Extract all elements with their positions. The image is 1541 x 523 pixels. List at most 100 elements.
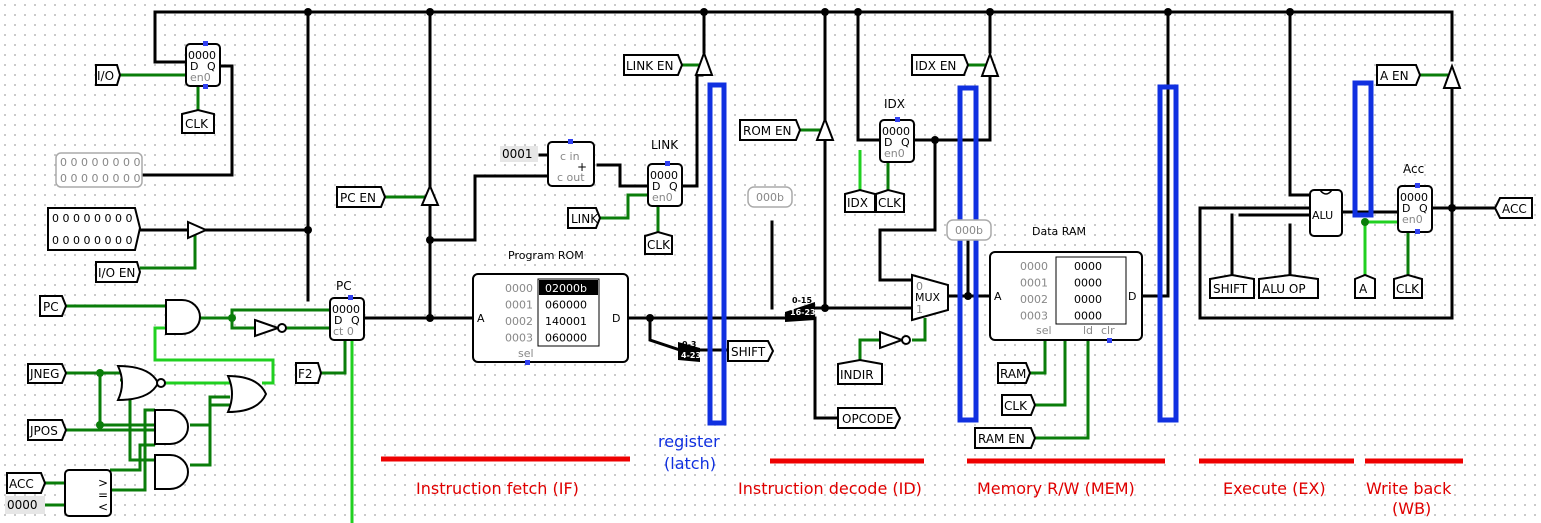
input-pc-en[interactable]: PC EN xyxy=(336,186,387,208)
data-ram-title: Data RAM xyxy=(1032,225,1086,238)
wires-green xyxy=(45,63,1448,523)
stage-label-mem: Memory R/W (MEM) xyxy=(977,479,1135,498)
input-idx[interactable]: IDX xyxy=(844,188,876,213)
input-alu-op[interactable]: ALU OP xyxy=(1258,273,1319,299)
input-indir[interactable]: INDIR xyxy=(837,358,883,385)
ram-address: 0001 xyxy=(1020,277,1048,290)
rom-selected-row-highlight xyxy=(539,280,598,295)
input-ram-en[interactable]: RAM EN xyxy=(974,427,1037,449)
stage-label-wb-2: (WB) xyxy=(1392,499,1431,518)
svg-text:CLK: CLK xyxy=(1004,399,1028,413)
input-pc[interactable]: PC xyxy=(39,295,68,317)
svg-text:INDIR: INDIR xyxy=(840,368,874,382)
ram-value[interactable]: 0000 xyxy=(1074,310,1102,323)
svg-text:0 0 0 0 0 0 0 0: 0 0 0 0 0 0 0 0 xyxy=(52,212,132,225)
input-ram[interactable]: RAM xyxy=(997,362,1032,384)
ram-value[interactable]: 0000 xyxy=(1074,277,1102,290)
svg-text:Q: Q xyxy=(901,136,910,149)
svg-text:c out: c out xyxy=(557,171,585,184)
svg-text:en0: en0 xyxy=(884,147,905,160)
latch-mem-ex[interactable] xyxy=(1157,84,1179,423)
link-register[interactable]: 0000 D Q en0 xyxy=(647,161,683,207)
svg-text:Q: Q xyxy=(351,314,360,327)
acc-register[interactable]: 0000 D Q en0 xyxy=(1397,183,1433,234)
input-clk-io[interactable]: CLK xyxy=(181,108,215,134)
svg-text:=: = xyxy=(98,488,108,502)
input-shift[interactable]: SHIFT xyxy=(1209,273,1255,299)
junction-dots xyxy=(96,8,1456,429)
ram-value[interactable]: 0000 xyxy=(1074,260,1102,273)
rom-value[interactable]: 02000b xyxy=(545,282,587,295)
ram-address: 0003 xyxy=(1020,310,1048,323)
input-idx-en[interactable]: IDX EN xyxy=(911,54,970,76)
input-acc-cmp[interactable]: ACC xyxy=(6,472,47,494)
acc-tristate-buffer xyxy=(1442,63,1462,89)
io-register[interactable]: 0000 D Q en0 xyxy=(185,41,221,89)
input-link-en[interactable]: LINK EN xyxy=(623,54,684,76)
idx-register[interactable]: 0000 D Q en0 xyxy=(879,117,915,163)
input-a[interactable]: A xyxy=(1354,273,1376,299)
svg-text:D: D xyxy=(190,60,198,73)
svg-text:D: D xyxy=(652,180,660,193)
svg-text:JNEG: JNEG xyxy=(29,367,59,381)
svg-text:CLK: CLK xyxy=(878,196,902,210)
latch-id-mem[interactable] xyxy=(957,85,979,423)
input-a-en[interactable]: A EN xyxy=(1376,64,1422,86)
svg-text:MUX: MUX xyxy=(915,291,941,304)
adder: c in + c out xyxy=(547,139,595,187)
input-clk-acc[interactable]: CLK xyxy=(1393,273,1423,299)
input-io[interactable]: I/O xyxy=(95,64,122,86)
stage-label-if: Instruction fetch (IF) xyxy=(416,479,579,498)
svg-text:D: D xyxy=(334,314,342,327)
pc-tristate-buffer xyxy=(420,183,440,206)
rom-value[interactable]: 140001 xyxy=(545,315,587,328)
input-rom-en[interactable]: ROM EN xyxy=(739,119,802,141)
input-clk-idx[interactable]: CLK xyxy=(875,188,905,213)
input-io-en[interactable]: I/O EN xyxy=(95,261,142,283)
latch-label-2: (latch) xyxy=(664,454,716,473)
input-jneg[interactable]: JNEG xyxy=(27,363,68,384)
idx-label: IDX xyxy=(884,97,905,111)
ram-value[interactable]: 0000 xyxy=(1074,293,1102,306)
rom-value[interactable]: 060000 xyxy=(545,299,587,312)
input-jpos[interactable]: JPOS xyxy=(27,419,68,441)
svg-text:RAM EN: RAM EN xyxy=(978,432,1025,446)
svg-text:I/O: I/O xyxy=(97,69,114,83)
input-clk-link[interactable]: CLK xyxy=(644,230,673,255)
input-f2[interactable]: F2 xyxy=(295,362,323,384)
latch-if-id[interactable] xyxy=(707,82,727,426)
svg-text:A: A xyxy=(477,312,485,325)
or-gate-2 xyxy=(226,374,268,414)
pc-register[interactable]: 0000 D Q ct 0 xyxy=(329,295,365,341)
input-clk-ram[interactable]: CLK xyxy=(1001,394,1037,416)
io-input-pins[interactable]: 0 0 0 0 0 0 0 0 0 0 0 0 0 0 0 0 xyxy=(47,207,142,251)
svg-text:ACC: ACC xyxy=(9,477,34,491)
rom-value[interactable]: 060000 xyxy=(545,332,587,345)
svg-text:CLK: CLK xyxy=(1396,282,1420,296)
svg-text:0001: 0001 xyxy=(502,147,533,161)
latch-ex-wb[interactable] xyxy=(1352,80,1374,218)
rom-address: 0002 xyxy=(505,315,533,328)
svg-text:0000: 0000 xyxy=(1400,191,1428,204)
svg-text:<: < xyxy=(98,500,108,514)
svg-text:0000: 0000 xyxy=(7,498,38,512)
input-link[interactable]: LINK xyxy=(567,207,602,229)
program-rom-title: Program ROM xyxy=(508,249,584,262)
svg-text:A: A xyxy=(994,290,1002,303)
not-gate-indir xyxy=(879,330,911,350)
svg-text:0-15: 0-15 xyxy=(792,296,812,305)
svg-text:RAM: RAM xyxy=(1000,367,1026,381)
svg-text:sel: sel xyxy=(1036,324,1052,337)
svg-text:000b: 000b xyxy=(955,224,983,237)
svg-text:0 0 0 0 0 0 0 0: 0 0 0 0 0 0 0 0 xyxy=(60,156,140,169)
svg-text:D: D xyxy=(1402,202,1410,215)
svg-text:0 0 0 0 0 0 0 0: 0 0 0 0 0 0 0 0 xyxy=(52,234,132,247)
wires-black xyxy=(138,10,1497,420)
svg-text:0: 0 xyxy=(916,280,923,293)
svg-text:en0: en0 xyxy=(652,191,673,204)
svg-text:A EN: A EN xyxy=(1380,69,1409,83)
svg-text:0000: 0000 xyxy=(188,49,216,62)
